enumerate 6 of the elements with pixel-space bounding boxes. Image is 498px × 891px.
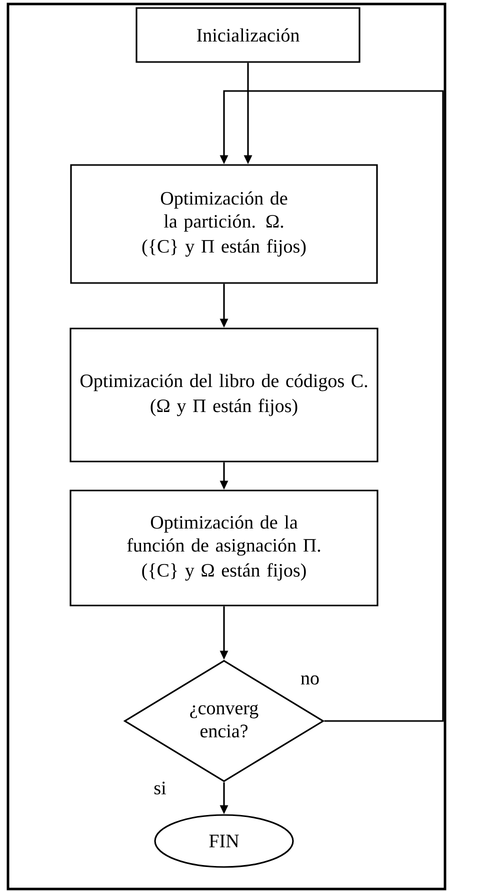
process-box: Optimización de la partición. Ω. ({C} y Π están fijos) — [70, 164, 378, 284]
process-box: Optimización de la función de asignación Π. ({C} y Ω están fijos) — [70, 490, 378, 606]
process-box: Optimización del libro de códigos C. (Ω y Π están fijos) — [70, 328, 378, 462]
edge-label: si — [154, 782, 166, 794]
edge-label: no — [300, 675, 319, 685]
process-box: Inicialización — [136, 7, 360, 63]
